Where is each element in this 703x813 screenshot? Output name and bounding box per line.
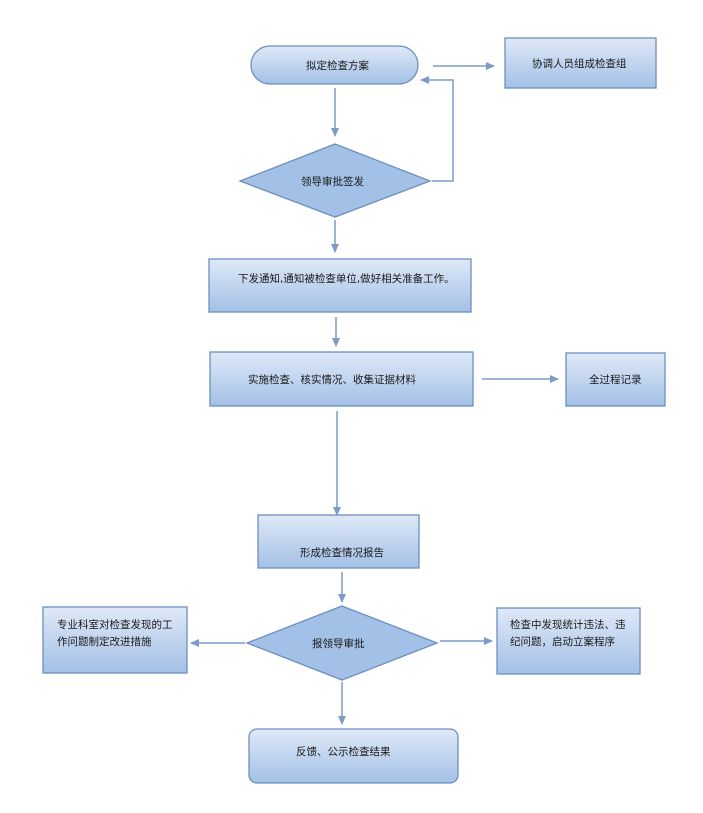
dept-improve-label: 专业科室对检查发现的工作问题制定改进措施 [57,619,173,648]
leader-approve-sign-label: 领导审批签发 [301,176,364,188]
dept-improve-node [42,606,188,674]
violation-case-node [496,607,641,675]
report-leader-approve-node [245,605,439,681]
issue-notice-node [208,258,472,313]
violation-case-label: 检查中发现统计违法、违纪问题，启动立案程序 [510,619,626,648]
arrow-approve-loop-back [420,76,454,182]
feedback-publish-label: 反馈、公示检查结果 [296,746,391,758]
implement-check-node [209,351,474,407]
form-team-label: 协调人员组成检查组 [532,58,627,70]
full-record-node [565,352,666,407]
draft-plan-label: 拟定检查方案 [306,60,369,72]
leader-approve-sign-node [238,143,432,218]
form-report-label: 形成检查情况报告 [300,547,384,559]
feedback-publish-node [248,728,459,784]
form-team-node [504,37,657,89]
report-leader-approve-label: 报领导审批 [312,638,365,650]
draft-plan-node [250,45,419,85]
full-record-label: 全过程记录 [589,374,642,386]
issue-notice-label: 下发通知,通知被检查单位,做好相关准备工作。 [238,273,455,285]
implement-check-label: 实施检查、核实情况、收集证据材料 [248,374,416,386]
